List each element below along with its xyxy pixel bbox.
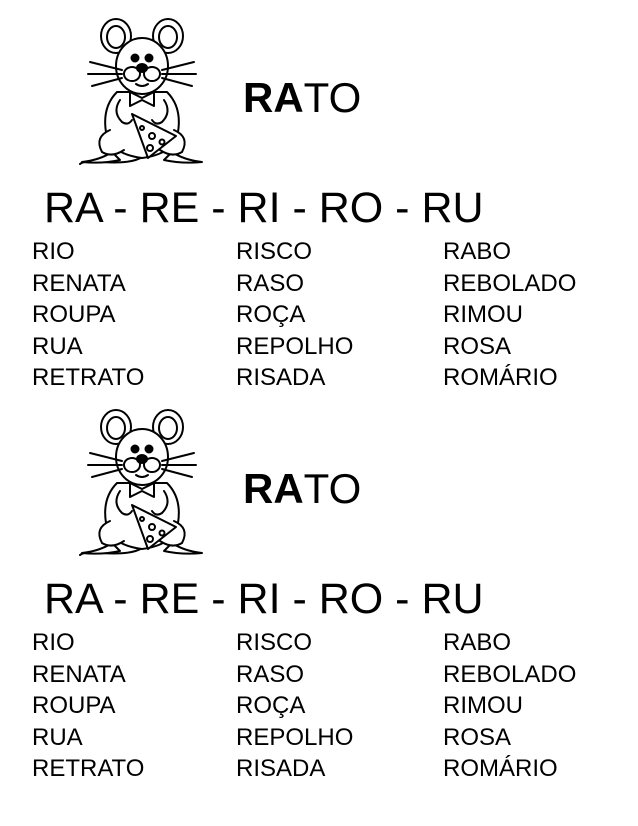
title-highlighted-syllable: RA bbox=[243, 465, 304, 512]
word: RISCO bbox=[236, 238, 313, 265]
word: RABO bbox=[443, 238, 512, 265]
word: ROSA bbox=[443, 723, 512, 751]
word: ROUPA bbox=[32, 692, 116, 719]
word: RASO bbox=[236, 660, 305, 688]
word: RIMOU bbox=[443, 301, 523, 328]
syllable-row: RA - RE - RI - RO - RU bbox=[44, 184, 484, 232]
word: RUA bbox=[32, 332, 83, 360]
title-word: RATO bbox=[243, 465, 361, 513]
word: ROMÁRIO bbox=[443, 755, 558, 782]
word: RETRATO bbox=[32, 364, 145, 391]
word: RISCO bbox=[236, 629, 313, 656]
word: RISADA bbox=[236, 364, 326, 391]
word: REBOLADO bbox=[443, 269, 577, 297]
word: RIMOU bbox=[443, 692, 523, 719]
worksheet-section-1: RATO RA - RE - RI - RO - RU RIO RENATA R… bbox=[0, 12, 638, 402]
word: RIO bbox=[32, 238, 75, 265]
title-rest: TO bbox=[303, 465, 362, 512]
word: RABO bbox=[443, 629, 512, 656]
word-column-2: RISCO RASO ROÇA REPOLHO RISADA bbox=[236, 627, 353, 785]
word-column-2: RISCO RASO ROÇA REPOLHO RISADA bbox=[236, 236, 353, 394]
word-column-3: RABO REBOLADO RIMOU ROSA ROMÁRIO bbox=[443, 627, 576, 785]
word: ROSA bbox=[443, 332, 512, 360]
word: RISADA bbox=[236, 755, 326, 782]
title-rest: TO bbox=[303, 74, 362, 121]
word: REPOLHO bbox=[236, 723, 354, 751]
mouse-with-cheese-illustration bbox=[79, 409, 203, 556]
mouse-with-cheese-illustration bbox=[79, 18, 203, 165]
word: RUA bbox=[32, 723, 83, 751]
word-column-1: RIO RENATA ROUPA RUA RETRATO bbox=[32, 236, 144, 394]
word-column-1: RIO RENATA ROUPA RUA RETRATO bbox=[32, 627, 144, 785]
word: RENATA bbox=[32, 269, 126, 297]
word: ROMÁRIO bbox=[443, 364, 558, 391]
word: REPOLHO bbox=[236, 332, 354, 360]
title-highlighted-syllable: RA bbox=[243, 74, 304, 121]
syllable-row: RA - RE - RI - RO - RU bbox=[44, 575, 484, 623]
worksheet-section-2: RATO RA - RE - RI - RO - RU RIO RENATA R… bbox=[0, 403, 638, 793]
word: ROUPA bbox=[32, 301, 116, 328]
word: ROÇA bbox=[236, 301, 306, 328]
word: RIO bbox=[32, 629, 75, 656]
word: REBOLADO bbox=[443, 660, 577, 688]
title-word: RATO bbox=[243, 74, 361, 122]
word-column-3: RABO REBOLADO RIMOU ROSA ROMÁRIO bbox=[443, 236, 576, 394]
word: RASO bbox=[236, 269, 305, 297]
word: RENATA bbox=[32, 660, 126, 688]
word: ROÇA bbox=[236, 692, 306, 719]
word: RETRATO bbox=[32, 755, 145, 782]
